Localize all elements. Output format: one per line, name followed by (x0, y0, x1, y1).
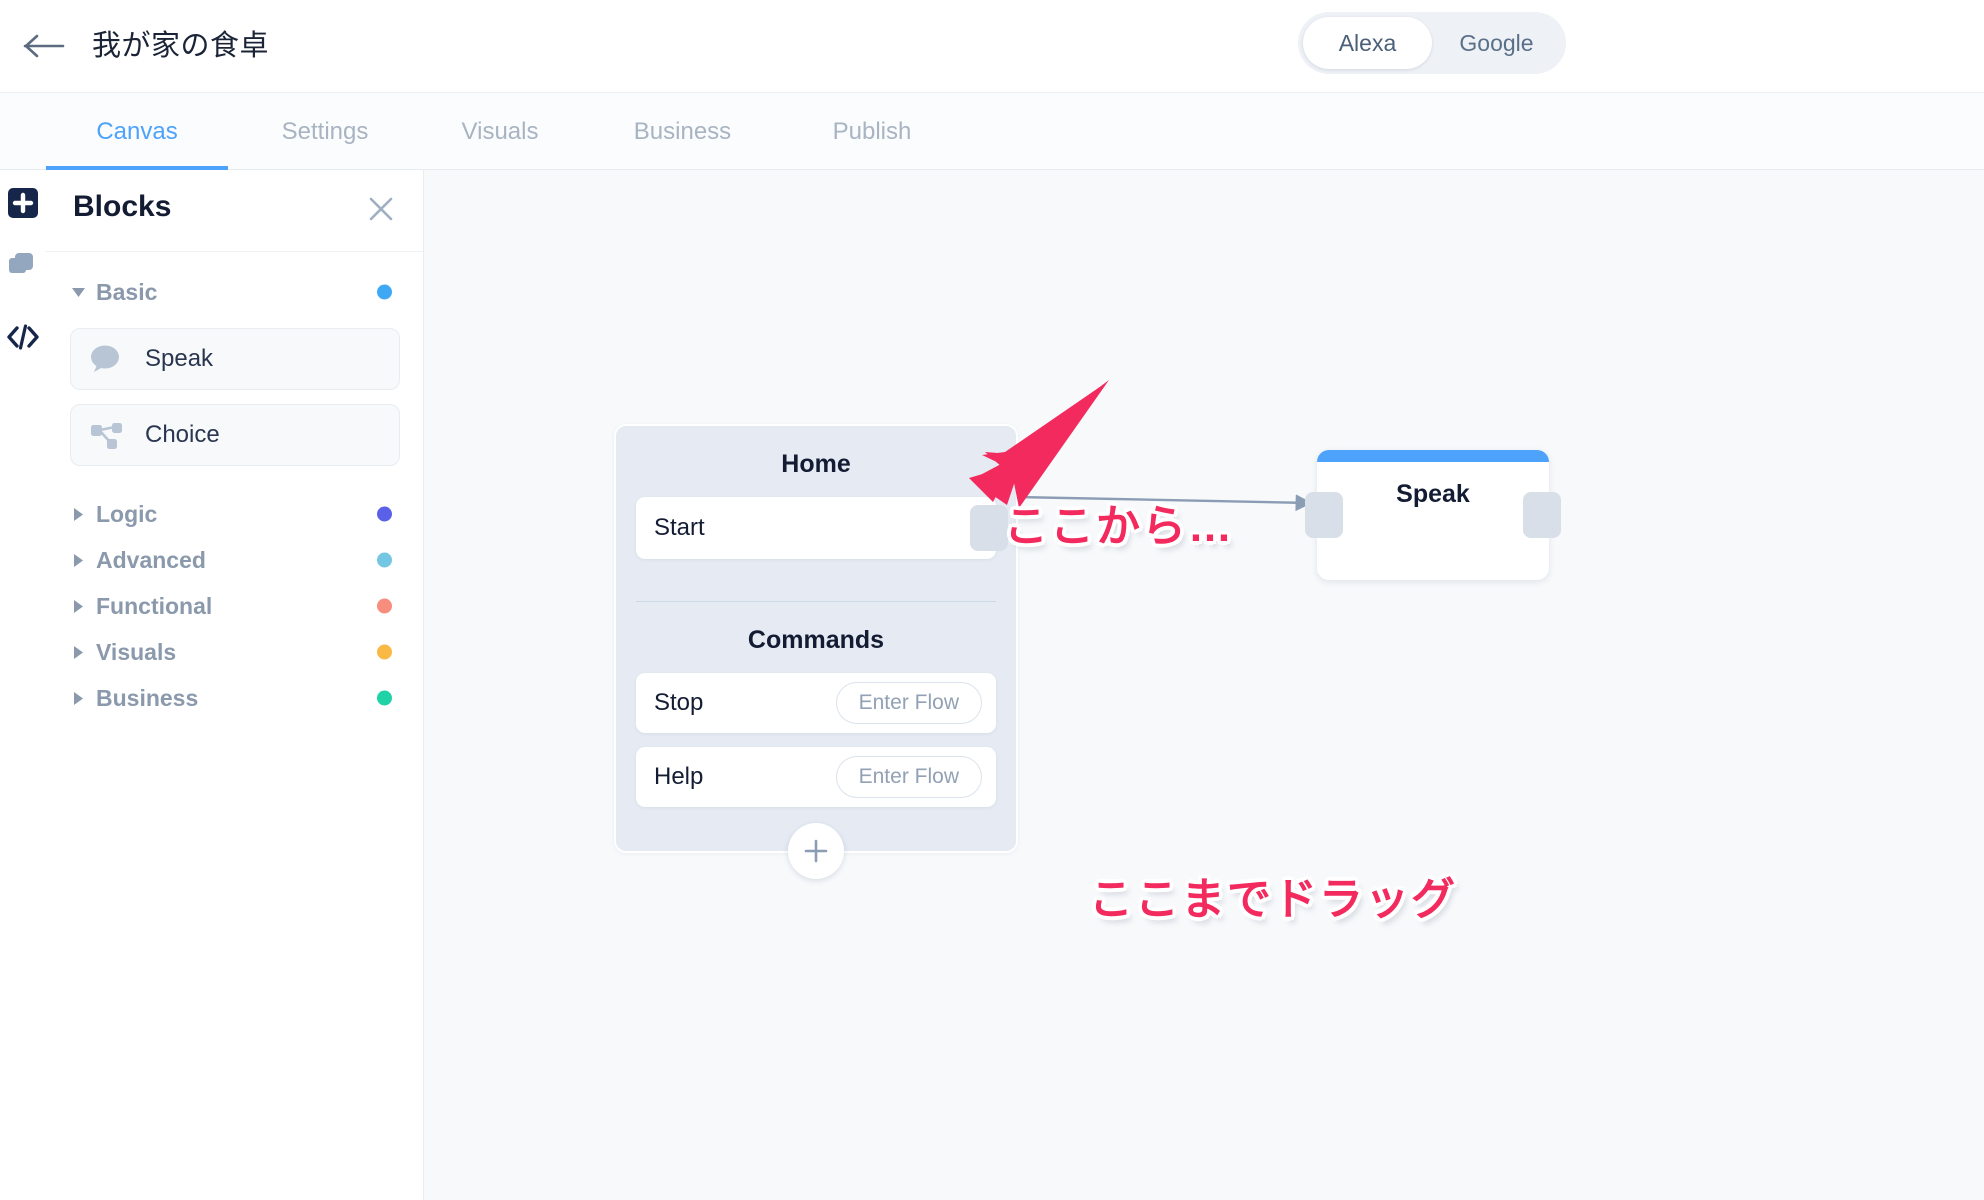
home-node[interactable]: Home Start Commands Stop Enter Flow Help… (614, 424, 1018, 879)
category-label: Functional (96, 592, 213, 619)
start-output-port[interactable] (970, 505, 1008, 551)
add-command-button[interactable] (788, 823, 844, 879)
annotation-arrow-to (1024, 570, 1224, 860)
category-color-dot (377, 598, 392, 614)
category-color-dot (377, 690, 392, 706)
tab-publish[interactable]: Publish (832, 117, 912, 145)
blocks-panel-header: Blocks (46, 170, 424, 252)
speak-node-accent-bar (1317, 450, 1549, 462)
category-header-business[interactable]: Business (46, 676, 424, 720)
category-header-advanced[interactable]: Advanced (46, 538, 424, 582)
category-label: Advanced (96, 546, 206, 573)
speak-input-port[interactable] (1305, 492, 1343, 538)
command-label: Stop (654, 689, 704, 716)
toggle-option-google[interactable]: Google (1459, 29, 1534, 56)
speech-bubble-icon (89, 342, 131, 376)
category-advanced: Advanced (46, 538, 424, 582)
node-divider (636, 601, 996, 602)
category-visuals: Visuals (46, 630, 424, 674)
command-row-help[interactable]: Help Enter Flow (636, 747, 996, 807)
blocks-panel: Blocks Basic (46, 170, 424, 1200)
start-row[interactable]: Start (636, 497, 1008, 559)
chevron-right-icon (70, 598, 86, 614)
tab-canvas[interactable]: Canvas (46, 93, 228, 170)
block-label: Speak (145, 345, 214, 372)
speak-node-title: Speak (1396, 480, 1470, 508)
category-label: Logic (96, 500, 158, 527)
enter-flow-button[interactable]: Enter Flow (835, 682, 982, 724)
layers-icon[interactable] (0, 242, 46, 288)
chevron-right-icon (70, 690, 86, 706)
category-business: Business (46, 676, 424, 720)
home-node-title: Home (781, 450, 851, 478)
command-row-stop[interactable]: Stop Enter Flow (636, 673, 996, 733)
page-title: 我が家の食卓 (92, 30, 270, 62)
add-block-icon[interactable] (0, 180, 46, 226)
block-item-choice[interactable]: Choice (70, 404, 400, 466)
block-label: Choice (145, 421, 220, 448)
chevron-right-icon (70, 644, 86, 660)
speak-output-port[interactable] (1523, 492, 1561, 538)
chevron-right-icon (70, 552, 86, 568)
plus-icon (804, 839, 828, 863)
category-functional: Functional (46, 584, 424, 628)
flow-canvas[interactable]: Home Start Commands Stop Enter Flow Help… (424, 170, 1984, 1200)
toggle-option-alexa[interactable]: Alexa (1303, 17, 1432, 69)
blocks-panel-title: Blocks (73, 190, 172, 223)
chevron-down-icon (70, 284, 86, 300)
tab-visuals[interactable]: Visuals (461, 117, 539, 145)
category-header-basic[interactable]: Basic (46, 270, 424, 314)
icon-rail (0, 170, 46, 1200)
code-icon[interactable] (0, 314, 46, 360)
category-header-functional[interactable]: Functional (46, 584, 424, 628)
category-label: Basic (96, 278, 158, 305)
block-item-speak[interactable]: Speak (70, 328, 400, 390)
category-color-dot (377, 644, 392, 660)
category-header-visuals[interactable]: Visuals (46, 630, 424, 674)
annotation-from-label: ここから… (1004, 502, 1234, 551)
back-arrow-icon[interactable] (18, 20, 70, 72)
category-label: Visuals (96, 638, 177, 665)
start-row-label: Start (654, 514, 705, 541)
commands-section-title: Commands (747, 626, 885, 654)
app-header: 我が家の食卓 Alexa Google (0, 0, 1984, 93)
category-color-dot (377, 506, 392, 522)
category-header-logic[interactable]: Logic (46, 492, 424, 536)
tab-business[interactable]: Business (633, 117, 732, 145)
command-label: Help (654, 763, 704, 790)
annotation-to-label: ここまでドラッグ (1089, 875, 1457, 924)
enter-flow-button[interactable]: Enter Flow (835, 756, 982, 798)
speak-node[interactable]: Speak (1305, 450, 1561, 580)
category-color-dot (377, 284, 392, 300)
tab-bar: Canvas Settings Visuals Business Publish (0, 93, 1984, 170)
category-color-dot (377, 552, 392, 568)
category-logic: Logic (46, 492, 424, 536)
close-icon[interactable] (364, 192, 398, 226)
platform-toggle[interactable]: Alexa Google (1298, 12, 1566, 74)
chevron-right-icon (70, 506, 86, 522)
category-basic: Basic Speak (46, 270, 424, 480)
branch-icon (89, 418, 131, 452)
category-label: Business (96, 684, 199, 711)
tab-settings[interactable]: Settings (281, 117, 369, 145)
